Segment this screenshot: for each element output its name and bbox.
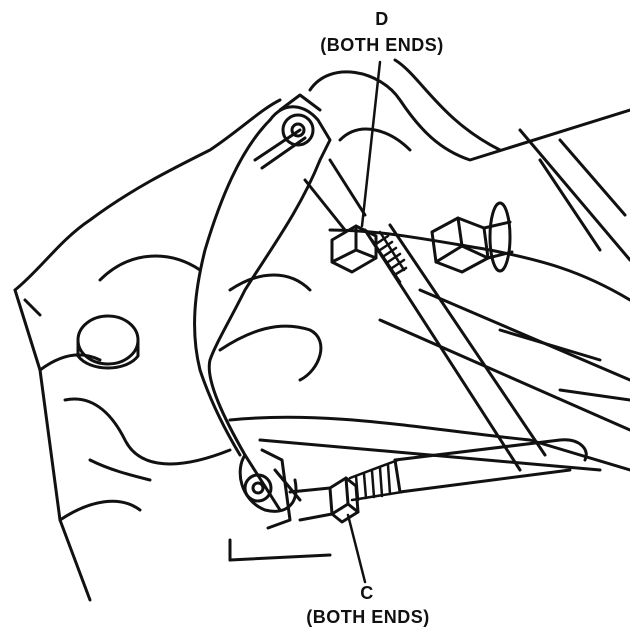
leader-line-c [346, 513, 367, 584]
shift-lever [193, 105, 332, 513]
bracket-plug [76, 314, 140, 370]
upper-control-rod [303, 158, 547, 472]
lower-pivot-clip [243, 448, 302, 530]
lower-adjusting-nut [288, 476, 360, 524]
callout-c-letter: C [360, 583, 374, 603]
support-bracket [13, 98, 282, 602]
callout-c-note: (BOTH ENDS) [306, 607, 430, 627]
callout-d-letter: D [375, 9, 389, 29]
callout-d-note: (BOTH ENDS) [320, 35, 444, 55]
upper-adjusting-nut [330, 224, 378, 274]
leader-line-d [360, 60, 382, 228]
lower-control-rod [393, 438, 588, 494]
upper-threads [370, 230, 408, 284]
upper-pivot-clip [253, 93, 322, 170]
hex-bolt [430, 201, 514, 274]
